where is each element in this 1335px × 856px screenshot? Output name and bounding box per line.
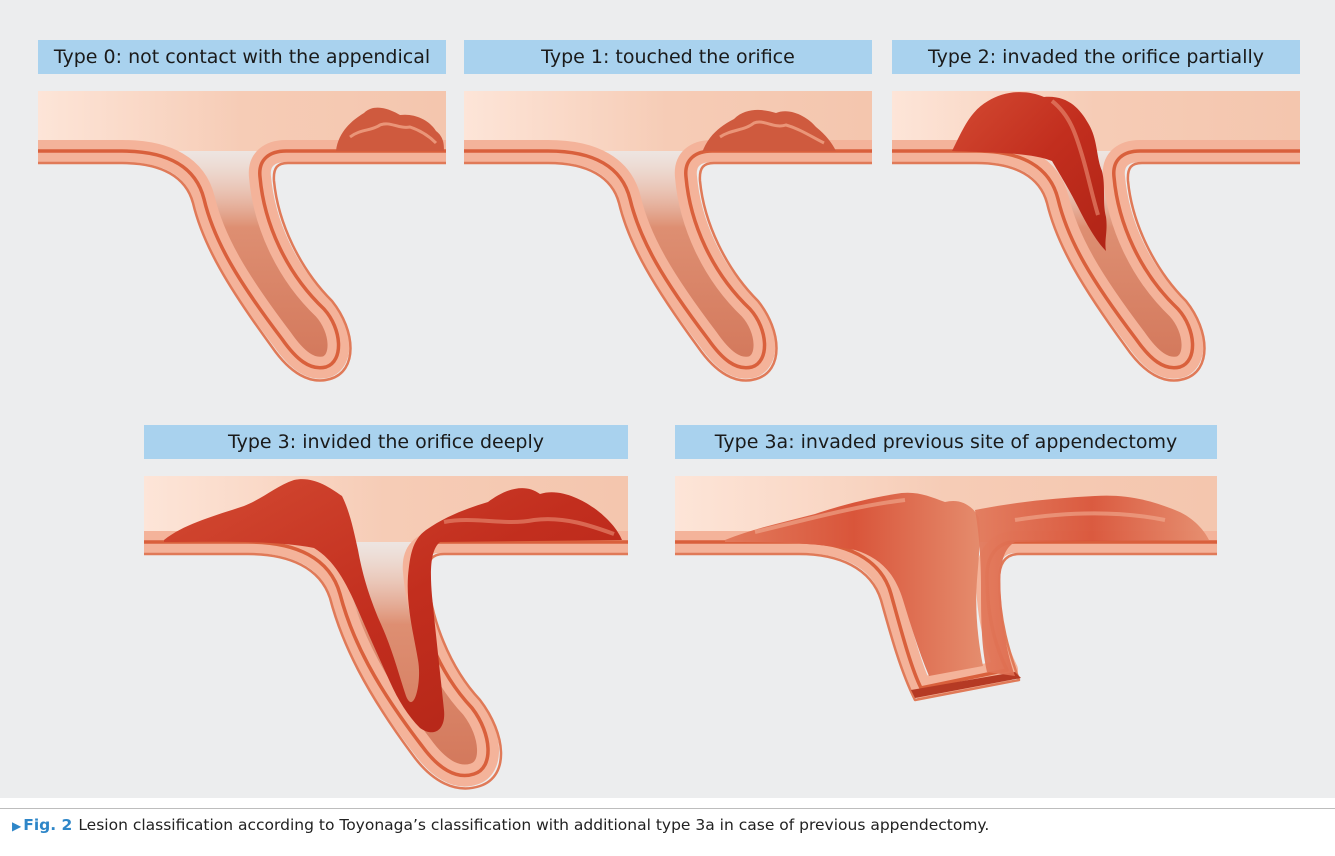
panel-type2: Type 2: invaded the orifice partially [892,40,1300,390]
figure-caption: ▶Fig. 2 Lesion classification according t… [12,816,1322,834]
caption-divider [0,808,1335,809]
panel-label: Type 2: invaded the orifice partially [892,40,1300,74]
panel-label: Type 1: touched the orifice [464,40,872,74]
appendix-stump-diagram [675,476,1217,796]
figure-number: Fig. 2 [23,816,72,834]
panel-label: Type 3: invided the orifice deeply [144,425,628,459]
appendix-orifice-diagram [144,476,628,796]
caption-text: Lesion classification according to Toyon… [78,816,989,834]
panel-label: Type 3a: invaded previous site of append… [675,425,1217,459]
figure-panel: Type 0: not contact with the appendical … [0,0,1335,798]
panel-type0: Type 0: not contact with the appendical [38,40,446,390]
appendix-orifice-diagram [38,91,446,391]
panel-type3a: Type 3a: invaded previous site of append… [675,425,1217,795]
caption-marker-icon: ▶ [12,819,21,833]
panel-type3: Type 3: invided the orifice deeply [144,425,628,795]
appendix-orifice-diagram [892,91,1300,391]
panel-type1: Type 1: touched the orifice [464,40,872,390]
panel-label: Type 0: not contact with the appendical [38,40,446,74]
appendix-orifice-diagram [464,91,872,391]
